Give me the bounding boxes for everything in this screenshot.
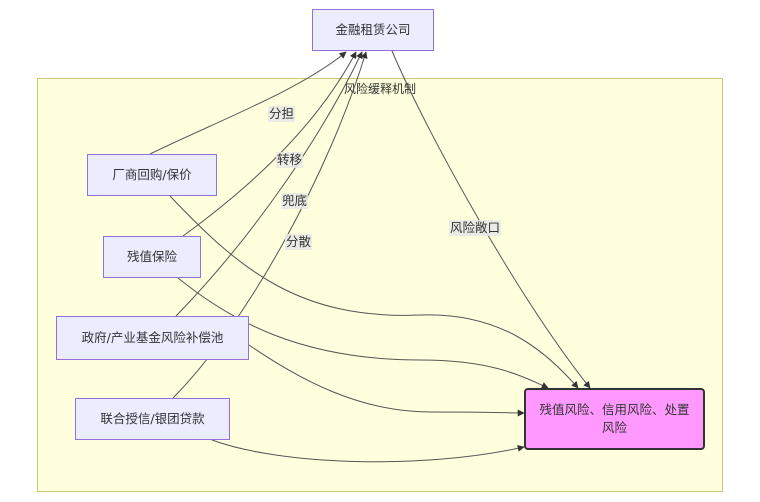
cluster-title: 风险缓释机制 <box>343 82 416 96</box>
edge-label-exposure: 风险敞口 <box>449 220 502 236</box>
edge-company-to-risk <box>391 50 591 389</box>
node-residual-insurance[interactable]: 残值保险 <box>103 236 201 278</box>
edge-label-diversify: 分散 <box>285 234 313 250</box>
edge-government-to-company <box>175 51 363 317</box>
edge-syndicate-to-risk <box>211 439 525 463</box>
edge-label-share: 分担 <box>268 106 296 122</box>
node-syndicated-loan[interactable]: 联合授信/银团贷款 <box>75 398 230 440</box>
edge-vendor-to-risk <box>169 195 579 389</box>
edge-government-to-risk <box>248 344 525 417</box>
node-government-fund-pool[interactable]: 政府/产业基金风险补偿池 <box>56 316 249 360</box>
edge-insurance-to-company <box>182 51 357 237</box>
edge-label-transfer: 转移 <box>276 152 304 168</box>
edge-syndicate-to-company <box>172 51 368 399</box>
edge-insurance-to-risk <box>177 277 549 389</box>
edge-vendor-to-company <box>149 51 347 155</box>
node-risk-types[interactable]: 残值风险、信用风险、处置风险 <box>524 388 705 450</box>
node-vendor-buyback[interactable]: 厂商回购/保价 <box>87 154 217 196</box>
edge-label-backstop: 兜底 <box>281 193 309 209</box>
node-financial-leasing-company[interactable]: 金融租赁公司 <box>312 9 434 51</box>
